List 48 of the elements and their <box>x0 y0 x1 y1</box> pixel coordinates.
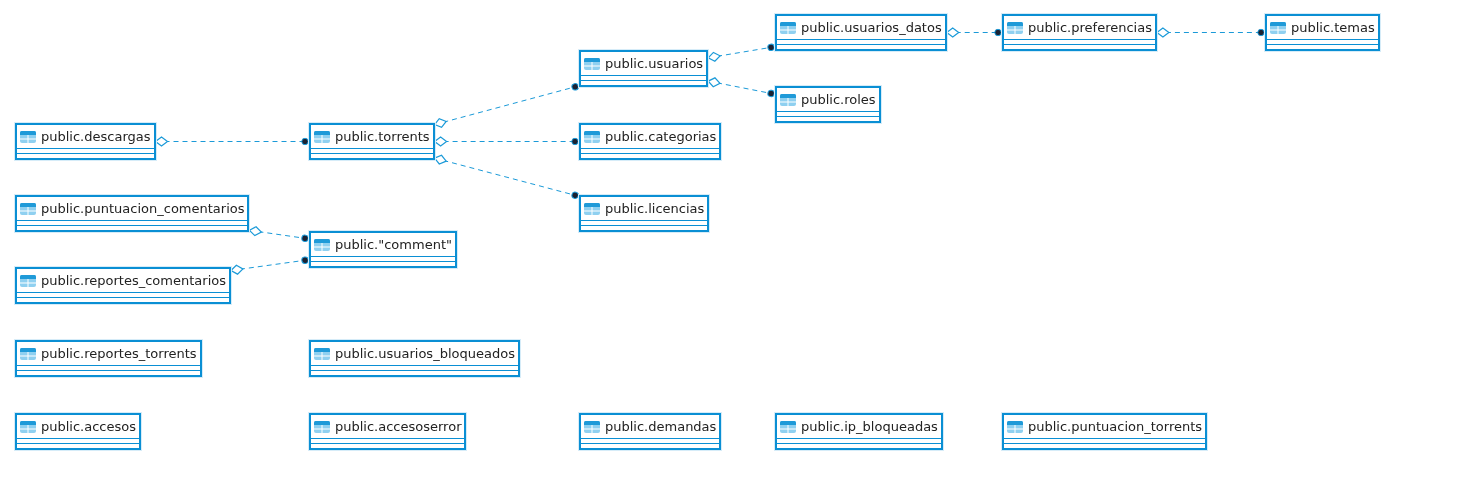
relationship-connector <box>154 136 310 147</box>
table-name: public.preferencias <box>1028 19 1152 36</box>
table-name: public.reportes_torrents <box>41 345 197 362</box>
table-box <box>775 14 947 51</box>
table-box <box>1002 14 1157 51</box>
table-box <box>15 413 141 450</box>
relationship-connector <box>248 226 310 243</box>
table-box <box>309 340 520 377</box>
table-box <box>309 123 435 160</box>
table-name: public.usuarios <box>605 55 704 72</box>
table-box <box>15 195 250 232</box>
table-box <box>15 123 156 160</box>
relationship-connector <box>434 154 580 199</box>
table-name: public.descargas <box>41 128 151 145</box>
table-box <box>309 231 457 268</box>
table-box <box>579 50 709 87</box>
table-box <box>1002 413 1208 450</box>
table-box <box>15 340 202 377</box>
table-name: public.accesoserror <box>335 418 462 435</box>
relationship-connector <box>707 43 776 62</box>
relationship-connector <box>434 136 580 147</box>
table-box <box>579 123 722 160</box>
table-name: public.licencias <box>605 200 705 217</box>
table-box <box>309 413 467 450</box>
table-name: public.accesos <box>41 418 136 435</box>
table-box <box>775 86 881 123</box>
table-name: public.temas <box>1291 19 1375 36</box>
table-box <box>1265 14 1380 51</box>
table-name: public.torrents <box>335 128 430 145</box>
table-box <box>579 195 710 232</box>
table-name: public.usuarios_bloqueados <box>335 345 515 362</box>
table-name: public."comment" <box>335 236 452 253</box>
relationship-connector <box>707 77 776 98</box>
relationship-connector <box>434 83 580 128</box>
table-box <box>775 413 943 450</box>
table-name: public.puntuacion_torrents <box>1028 418 1203 435</box>
table-name: public.demandas <box>605 418 717 435</box>
table-name: public.reportes_comentarios <box>41 272 226 289</box>
table-box <box>579 413 722 450</box>
table-name: public.categorias <box>605 128 717 145</box>
table-name: public.ip_bloqueadas <box>801 418 938 435</box>
table-name: public.usuarios_datos <box>801 19 942 36</box>
relationship-connector <box>946 27 1003 38</box>
table-name: public.puntuacion_comentarios <box>41 200 245 217</box>
relationship-connector <box>230 256 310 275</box>
table-name: public.roles <box>801 91 876 108</box>
relationship-connector <box>1156 27 1266 38</box>
table-box <box>15 267 231 304</box>
